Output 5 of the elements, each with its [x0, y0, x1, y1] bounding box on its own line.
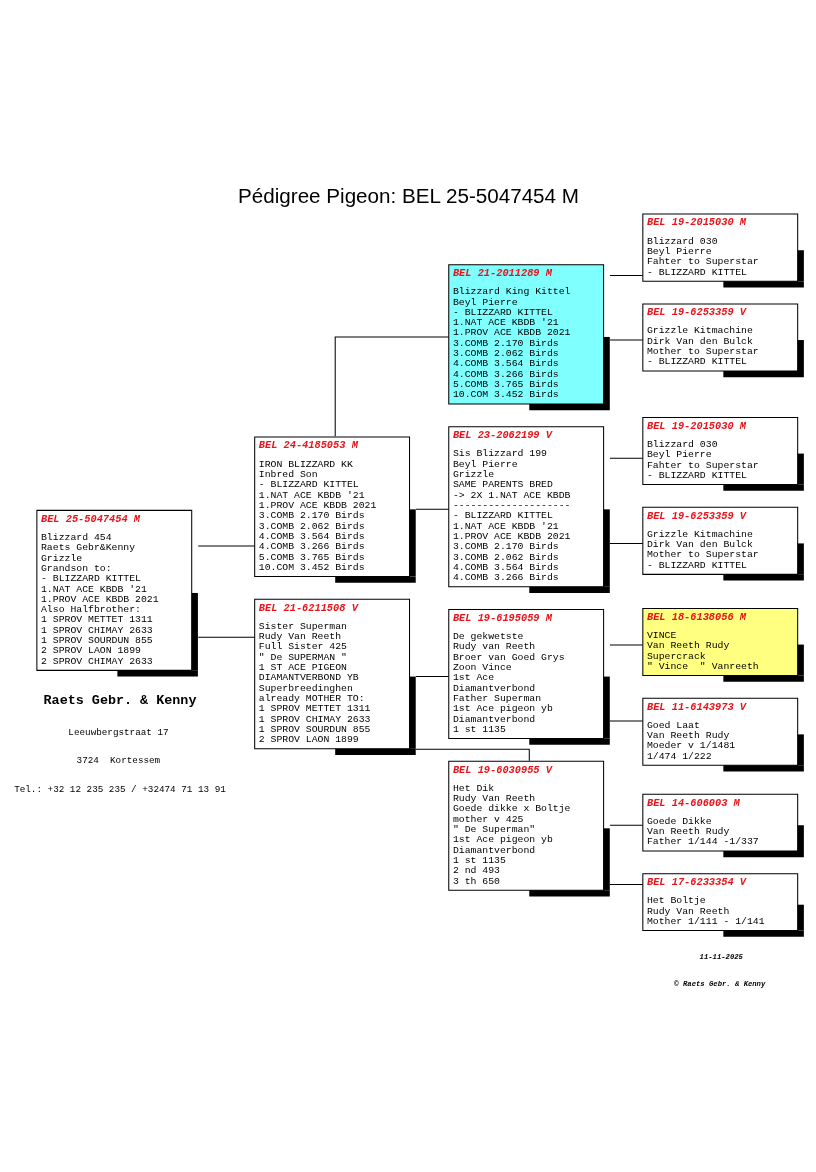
- diagram-title: Pédigree Pigeon: BEL 25-5047454 M: [237, 183, 579, 207]
- label: Tel.: +32 12 235 235 / +32474 71 13 91: [13, 783, 226, 795]
- label: Leeuwbergstraat 17: [67, 726, 169, 738]
- label: Raets Gebr. & Kenny: [43, 692, 196, 708]
- label: 3724 Kortessem: [76, 754, 160, 766]
